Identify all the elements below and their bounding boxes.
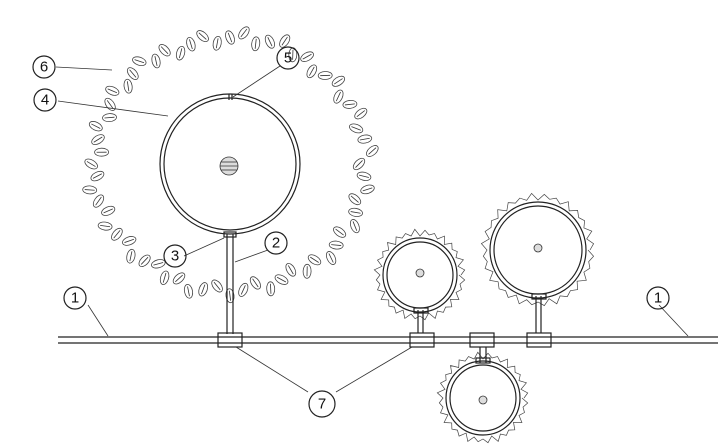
leaf-vein <box>215 38 219 49</box>
callout-2: 2 <box>264 231 288 255</box>
leaf-vein <box>129 251 133 262</box>
leaf-vein <box>129 69 137 78</box>
leaf-vein <box>328 253 334 263</box>
leaf-vein <box>227 32 233 43</box>
leaf-vein <box>107 88 118 94</box>
callout-7-label: 7 <box>318 396 326 413</box>
leaf-vein <box>91 123 101 129</box>
callout-6: 6 <box>32 55 56 79</box>
leaf-vein <box>175 274 183 283</box>
leaf-vein <box>160 46 169 55</box>
callout-5-label: 5 <box>284 50 292 67</box>
leaf-vein <box>95 196 102 206</box>
leaf-vein <box>201 284 206 295</box>
leaf-vein <box>334 78 343 85</box>
leaf-vein <box>153 262 164 266</box>
leaf-vein <box>254 38 257 49</box>
leaf-vein <box>189 39 193 50</box>
leaf-vein <box>287 265 294 275</box>
leaf-vein <box>104 116 115 119</box>
leaf-vein <box>198 32 207 40</box>
callout-5: 5 <box>276 46 300 70</box>
leaf-vein <box>308 66 315 76</box>
callout-2-label: 2 <box>272 235 280 252</box>
tee-fittings <box>217 332 552 348</box>
leaf-vein <box>356 110 366 117</box>
leaf-vein <box>359 137 370 141</box>
feeder-pipe-large <box>223 231 237 334</box>
leaf-vein <box>270 283 272 294</box>
leaf-vein <box>368 147 377 155</box>
leaf-vein <box>213 281 221 291</box>
leaf-vein <box>302 53 312 60</box>
small-tree-1 <box>373 228 466 333</box>
leaf-vein <box>350 195 359 203</box>
leaf-vein <box>84 189 95 191</box>
large-tree-trunk <box>219 156 239 176</box>
leaf-vein <box>310 256 319 263</box>
leaf-vein <box>154 56 158 66</box>
leaf-vein <box>331 244 342 246</box>
callout-1-right: 1 <box>646 286 670 310</box>
leaf-vein <box>344 103 355 106</box>
leaf-vein <box>351 126 361 131</box>
leaf-vein <box>240 285 246 295</box>
main-pipe <box>58 336 718 344</box>
callout-1-left-label: 1 <box>71 290 79 307</box>
leaf-vein <box>126 81 130 92</box>
leaf-vein <box>228 290 232 301</box>
leaf-vein <box>106 100 114 109</box>
leaf-vein <box>359 174 369 178</box>
small-tree-2 <box>480 192 595 333</box>
small-tree-3 <box>436 347 529 444</box>
callout-4: 4 <box>33 88 57 112</box>
large-ring <box>159 93 301 235</box>
leaf-vein <box>350 211 361 214</box>
leaf-vein <box>140 256 149 265</box>
leaf-vein <box>335 228 344 236</box>
callout-4-label: 4 <box>41 92 49 109</box>
callout-1-right-label: 1 <box>654 290 662 307</box>
callout-7: 7 <box>308 390 336 418</box>
leaf-vein <box>134 59 145 64</box>
leaf-vein <box>276 276 287 283</box>
leaf-vein <box>86 161 96 167</box>
leaf-vein <box>187 286 190 297</box>
foliage-leaves <box>82 26 379 304</box>
leaf-vein <box>335 91 341 102</box>
leaf-vein <box>103 208 113 214</box>
leader-lines <box>55 65 689 393</box>
leaf-vein <box>267 37 273 47</box>
leaf-vein <box>355 160 363 168</box>
leaf-vein <box>178 48 183 59</box>
leaf-vein <box>162 272 167 283</box>
leaf-vein <box>252 278 259 288</box>
leaf-vein <box>93 136 103 143</box>
leaf-vein <box>362 187 373 192</box>
leaf-vein <box>124 238 135 243</box>
leaf-vein <box>100 225 111 228</box>
leaf-vein <box>113 230 121 239</box>
leaf-vein <box>92 173 103 179</box>
callout-6-label: 6 <box>40 59 48 76</box>
leaf-vein <box>352 221 358 231</box>
callout-3: 3 <box>163 244 187 268</box>
leaf-vein <box>240 28 248 38</box>
callout-1-left: 1 <box>63 286 87 310</box>
leaf-vein <box>281 36 288 46</box>
callout-3-label: 3 <box>171 248 179 265</box>
